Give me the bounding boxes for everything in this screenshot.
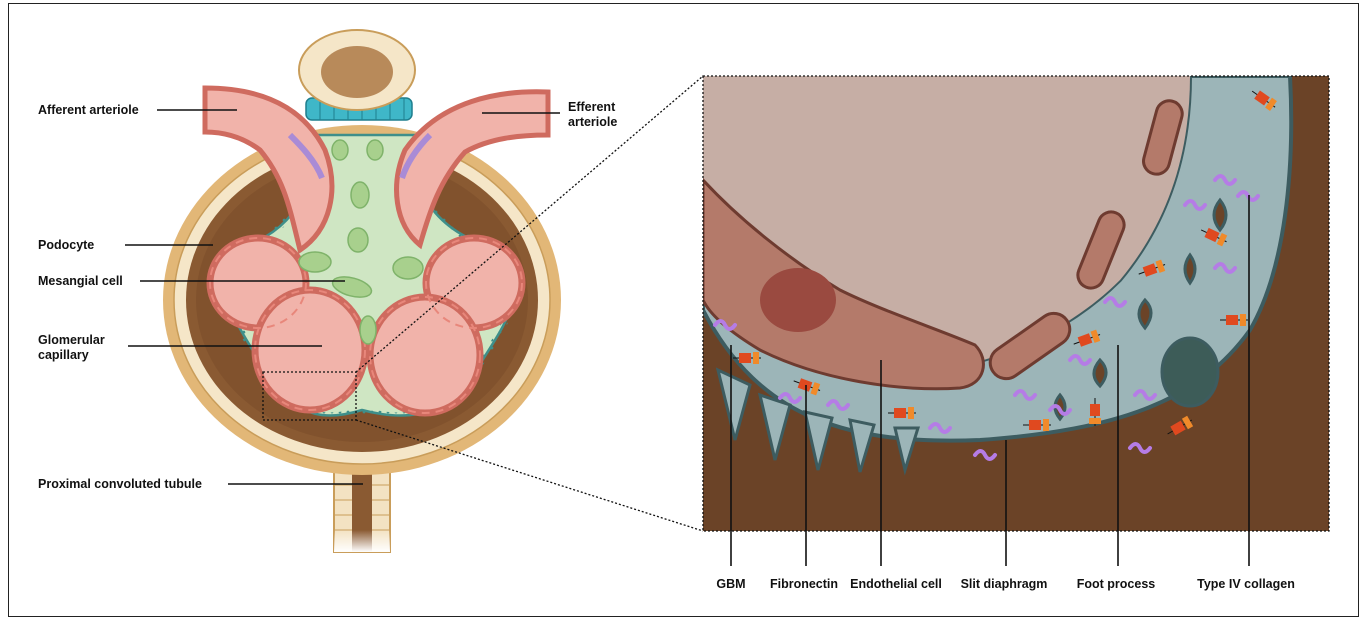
label-type-iv-collagen: Type IV collagen xyxy=(1197,577,1295,591)
label-slit-diaphragm: Slit diaphragm xyxy=(961,577,1048,591)
glomerulus xyxy=(163,30,561,552)
label-foot-process: Foot process xyxy=(1077,577,1156,591)
label-efferent-line1: Efferent xyxy=(568,100,617,115)
label-afferent-arteriole: Afferent arteriole xyxy=(38,103,139,118)
label-podocyte: Podocyte xyxy=(38,238,94,253)
label-gbm: GBM xyxy=(716,577,745,591)
label-endothelial-cell: Endothelial cell xyxy=(850,577,942,591)
inset-filtration-barrier xyxy=(703,76,1329,531)
label-glomerular-line1: Glomerular xyxy=(38,333,105,348)
label-mesangial-cell: Mesangial cell xyxy=(38,274,123,289)
label-efferent-line2: arteriole xyxy=(568,115,617,130)
zoom-line-bottom xyxy=(356,420,703,531)
label-efferent-arteriole: Efferent arteriole xyxy=(568,100,617,130)
label-glomerular-capillary: Glomerular capillary xyxy=(38,333,105,363)
label-glomerular-line2: capillary xyxy=(38,348,105,363)
label-proximal-convoluted-tubule: Proximal convoluted tubule xyxy=(38,477,202,492)
label-fibronectin: Fibronectin xyxy=(770,577,838,591)
